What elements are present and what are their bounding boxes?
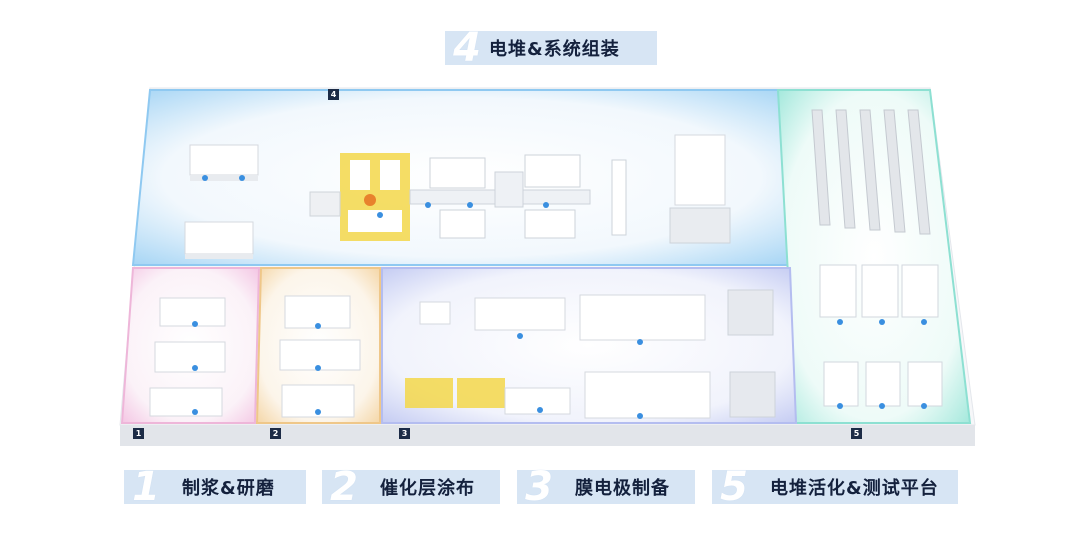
zone-3-title-number: 3 — [525, 464, 553, 510]
zone-1-marker: 1 — [133, 428, 144, 439]
zone-3-title: 3 膜电极制备 — [517, 464, 695, 510]
zone-5-title: 5 电堆活化&测试平台 — [712, 464, 958, 510]
zone-3-marker: 3 — [399, 428, 410, 439]
zone-2-title: 2 催化层涂布 — [322, 464, 500, 510]
zone-4-marker: 4 — [328, 89, 339, 100]
zone-3-title-text: 膜电极制备 — [575, 478, 670, 499]
zone-1-title: 1 制浆&研磨 — [124, 464, 306, 510]
zone-4-title-number: 4 — [453, 25, 481, 71]
zone-1-equipment — [149, 297, 226, 417]
zone-4-title-text: 电堆&系统组装 — [489, 39, 620, 60]
zone-2-marker: 2 — [270, 428, 281, 439]
zone-5-marker: 5 — [851, 428, 862, 439]
zone-4-equipment — [184, 134, 731, 259]
zone-2-title-number: 2 — [330, 464, 358, 510]
zone-4-title: 4 电堆&系统组装 — [445, 25, 657, 71]
zone-5-title-number: 5 — [720, 464, 748, 510]
zone-2-title-text: 催化层涂布 — [380, 478, 475, 499]
zone-2-equipment — [279, 295, 361, 418]
operator-markers — [192, 175, 927, 419]
zone-1-title-number: 1 — [132, 464, 160, 510]
zone-1-title-text: 制浆&研磨 — [182, 478, 275, 499]
zone-3-equipment — [405, 289, 776, 419]
zone-5-title-text: 电堆活化&测试平台 — [770, 478, 939, 499]
zone-5-racks — [811, 109, 931, 235]
floor-slab-edge — [120, 425, 975, 446]
